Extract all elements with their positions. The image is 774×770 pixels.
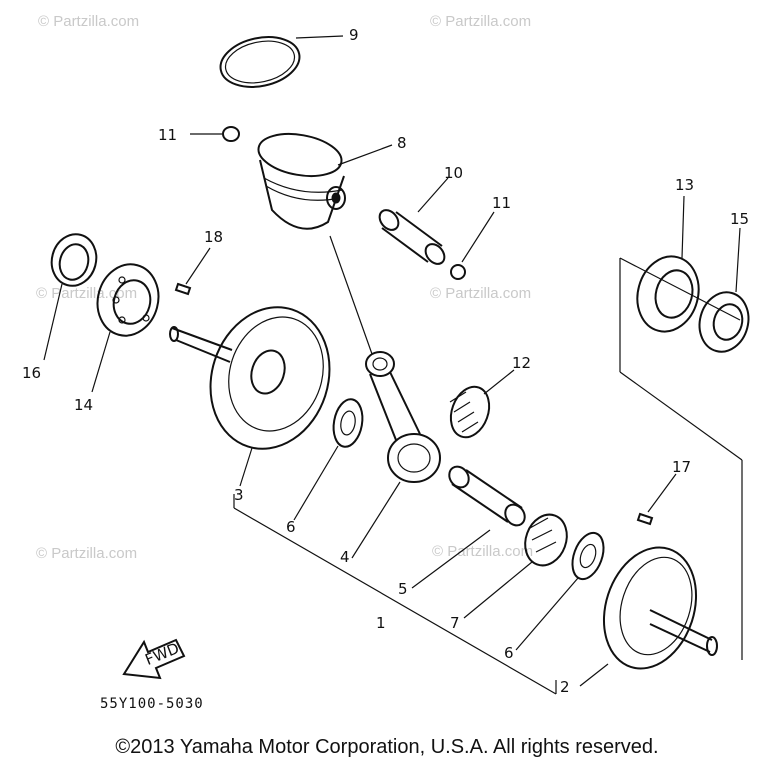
callout-2: 2	[560, 678, 570, 696]
callout-8: 8	[397, 134, 407, 152]
callout-15: 15	[730, 210, 749, 228]
callout-18: 18	[204, 228, 223, 246]
thrust-washer-upper	[293, 398, 364, 521]
needle-bearing-small	[449, 369, 515, 439]
piston-pin	[378, 177, 449, 265]
watermark: © Partzilla.com	[430, 13, 531, 30]
watermark: © Partzilla.com	[36, 545, 137, 562]
left-crank-half	[169, 306, 331, 487]
callout-9: 9	[349, 26, 359, 44]
callout-12: 12	[512, 354, 531, 372]
callout-6: 6	[504, 644, 514, 662]
piston	[257, 132, 393, 230]
callout-6: 6	[286, 518, 296, 536]
copyright-notice: ©2013 Yamaha Motor Corporation, U.S.A. A…	[115, 736, 659, 758]
woodruff-key	[174, 247, 211, 296]
callout-1: 1	[376, 614, 386, 632]
piston-pin-clip-right	[450, 211, 495, 280]
woodruff-key-right	[636, 473, 677, 526]
callout-10: 10	[444, 164, 463, 182]
watermark: © Partzilla.com	[432, 543, 533, 560]
watermark: © Partzilla.com	[38, 13, 139, 30]
bearing-left	[91, 263, 160, 393]
callout-17: 17	[672, 458, 691, 476]
callout-7: 7	[450, 614, 460, 632]
callout-3: 3	[234, 486, 244, 504]
bearing-right	[636, 195, 700, 333]
callout-4: 4	[340, 548, 350, 566]
diagram-code: 55Y100-5030	[100, 696, 204, 712]
thrust-washer-lower	[515, 531, 605, 651]
callout-11: 11	[492, 194, 511, 212]
callout-14: 14	[74, 396, 93, 414]
forward-arrow-icon: FWD	[122, 638, 186, 680]
crank-pin	[411, 465, 526, 589]
oil-seal-left	[43, 233, 98, 361]
callout-5: 5	[398, 580, 408, 598]
callout-16: 16	[22, 364, 41, 382]
piston-ring	[219, 35, 344, 88]
watermark: © Partzilla.com	[430, 285, 531, 302]
watermark: © Partzilla.com	[36, 285, 137, 302]
assembly-bracket	[233, 494, 557, 695]
connecting-rod	[329, 235, 441, 559]
needle-bearing-big	[463, 513, 568, 619]
right-crank-half	[579, 546, 718, 687]
oil-seal-right	[698, 227, 750, 353]
piston-pin-clip-upper	[190, 126, 240, 142]
callout-11: 11	[158, 126, 177, 144]
callout-13: 13	[675, 176, 694, 194]
